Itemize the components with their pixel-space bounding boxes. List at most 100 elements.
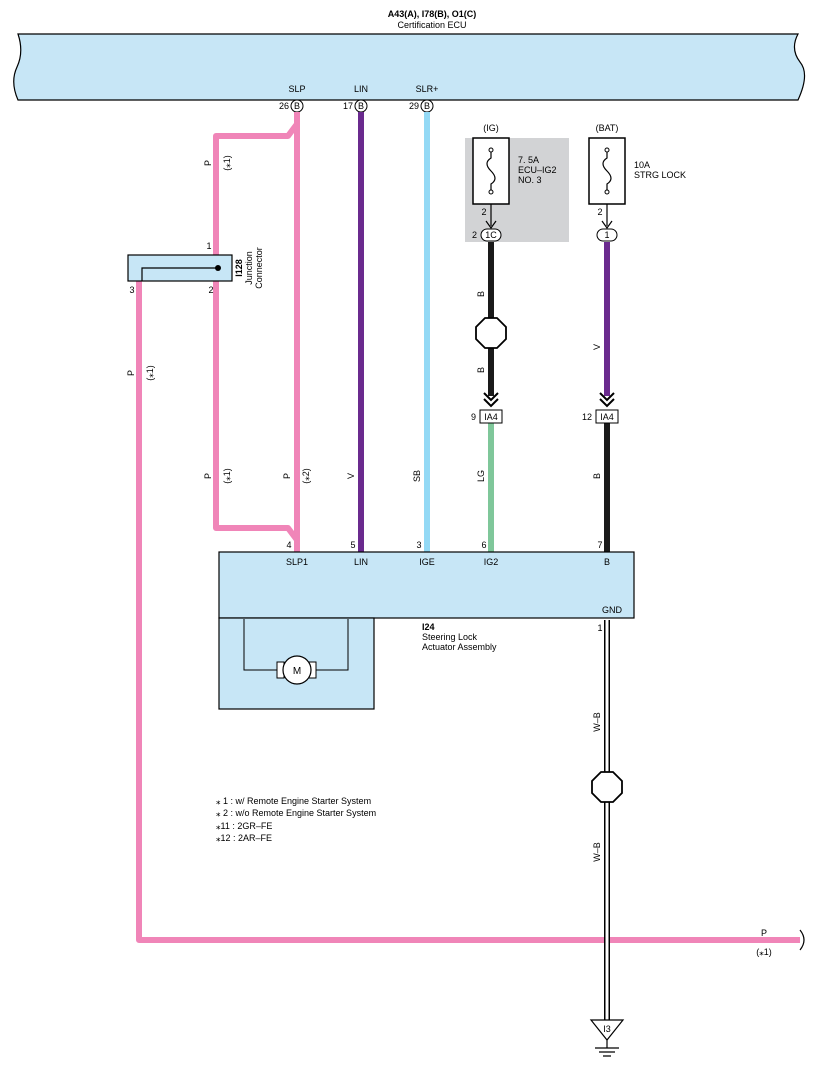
footnote: ⁎ 2 : w/o Remote Engine Starter System — [216, 808, 376, 818]
fuse-bat-pin: 2 — [597, 207, 602, 217]
fuse-bat-source: (BAT) — [596, 123, 619, 133]
wire-splice-octagon-icon — [591, 771, 623, 803]
pin-number: 26 — [279, 101, 289, 111]
fuse-ig-terminal-bottom — [488, 189, 494, 195]
connector-pin: 9 — [471, 412, 476, 422]
footnote: ⁎ 1 : w/ Remote Engine Starter System — [216, 796, 371, 806]
actuator-pin-label: B — [604, 557, 610, 567]
footnote: ⁎12 : 2AR–FE — [216, 833, 272, 843]
motor-icon — [282, 655, 312, 685]
connector-pin: 12 — [582, 412, 592, 422]
wire-break-symbol — [799, 929, 805, 951]
fuse-bat-terminal-bottom — [604, 189, 610, 195]
actuator-box — [218, 551, 635, 619]
wire-label-code: B — [592, 473, 602, 479]
connector-id: IA4 — [600, 412, 614, 422]
double-chevron-icon — [599, 392, 615, 408]
fuse-bat-terminal-top — [604, 147, 610, 153]
fuse-bat-connector-id: 1 — [604, 230, 609, 240]
actuator-pin-label: SLP1 — [286, 557, 308, 567]
pin-label: LIN — [354, 84, 368, 94]
junction-pin-3: 3 — [129, 285, 134, 295]
junction-name-2: Connector — [254, 247, 264, 289]
connector-box — [595, 409, 619, 424]
pin-connector: B — [424, 101, 430, 111]
junction-pin-2: 2 — [208, 285, 213, 295]
actuator-pin-number: 3 — [416, 540, 421, 550]
double-chevron-icon — [483, 392, 499, 408]
ground-icon — [595, 1040, 619, 1057]
fuse-bat-element-icon — [602, 150, 612, 192]
actuator-name-1: Steering Lock — [422, 632, 478, 642]
wire-label-code: B — [476, 291, 486, 297]
actuator-pin-number: 7 — [597, 540, 602, 550]
actuator-pin-label: IGE — [419, 557, 435, 567]
ecu-name: Certification ECU — [397, 20, 466, 30]
wire-label-code: P — [761, 928, 767, 938]
actuator-id: I24 — [422, 622, 435, 632]
fuse-ig-terminal-top — [488, 147, 494, 153]
fuse-bat-connector — [596, 228, 618, 242]
pin-label: SLP — [288, 84, 305, 94]
fuse-ig-connector-pin: 2 — [472, 230, 477, 240]
actuator-pin-label: LIN — [354, 557, 368, 567]
fuse-ig-source: (IG) — [483, 123, 499, 133]
pin-connector: B — [358, 101, 364, 111]
fuse-ig-name-1: ECU–IG2 — [518, 165, 557, 175]
wire-slp-pink-junction — [213, 122, 300, 542]
fuse-ig-connector-id: 1C — [485, 230, 497, 240]
actuator-gnd-pin: 1 — [597, 623, 602, 633]
fuse-ecu-ig2: (IG) 7. 5A ECU–IG2 NO. 3 2 1C 2 — [472, 123, 557, 242]
pin-number: 29 — [409, 101, 419, 111]
fuse-ig-connector — [480, 228, 502, 242]
motor-label: M — [293, 666, 301, 677]
junction-id: I128 — [234, 259, 244, 277]
fuse-ig-pin: 2 — [481, 207, 486, 217]
wire-label-note: (⁎1) — [222, 468, 232, 484]
actuator-pin-number: 5 — [350, 540, 355, 550]
wire-label-code: P — [203, 160, 213, 166]
wire-label-code: W–B — [592, 712, 602, 732]
junction-pin-1: 1 — [206, 241, 211, 251]
junction-connector-i128: 1 2 3 I128 Junction Connector — [127, 241, 264, 295]
fuse-ig-name-2: NO. 3 — [518, 175, 542, 185]
fuse-ig-rating: 7. 5A — [518, 155, 539, 165]
ground-triangle — [589, 1019, 625, 1041]
wire-label-code: P — [203, 473, 213, 479]
ecu-pin-slr-plus: SLR+ 29 B — [409, 84, 438, 113]
ground-id: I3 — [603, 1024, 611, 1034]
wire-pink-to-right — [136, 281, 800, 943]
fuse-ig-arrow-icon — [485, 220, 497, 230]
fuse-bat-rating: 10A — [634, 160, 650, 170]
ecu-pin-lin: LIN 17 B — [343, 84, 368, 113]
ecu-pin-slp: SLP 26 B — [279, 84, 306, 113]
footnote: ⁎11 : 2GR–FE — [216, 821, 272, 831]
actuator-gnd-label: GND — [602, 605, 623, 615]
actuator-name-2: Actuator Assembly — [422, 642, 497, 652]
junction-dot — [215, 265, 221, 271]
wire-label-note: (⁎1) — [145, 365, 155, 381]
wire-label-code: SB — [412, 470, 422, 482]
connector-box — [479, 409, 503, 424]
wire-label-code: B — [476, 367, 486, 373]
junction-name-1: Junction — [244, 251, 254, 285]
footnotes: ⁎ 1 : w/ Remote Engine Starter System ⁎ … — [216, 796, 376, 843]
wire-label-note: (⁎1) — [222, 155, 232, 171]
ecu-id: A43(A), I78(B), O1(C) — [388, 9, 477, 19]
fuse-ig-element-icon — [486, 150, 496, 192]
fuse-bat-name: STRG LOCK — [634, 170, 686, 180]
wire-label-code: P — [126, 370, 136, 376]
inline-connector-ia4-left: IA4 9 — [471, 392, 503, 424]
inline-connector-ia4-right: IA4 12 — [582, 392, 619, 424]
wire-splice-octagon-icon — [475, 317, 507, 349]
wire-label-code: P — [282, 473, 292, 479]
junction-bus — [141, 267, 218, 281]
actuator-pin-number: 4 — [286, 540, 291, 550]
connector-id: IA4 — [484, 412, 498, 422]
wire-label-code: LG — [476, 470, 486, 482]
wire-label-code: V — [346, 473, 356, 479]
ground-point-i3: I3 — [589, 1019, 625, 1057]
wire-label-code: V — [592, 344, 602, 350]
wire-label-code: W–B — [592, 842, 602, 862]
